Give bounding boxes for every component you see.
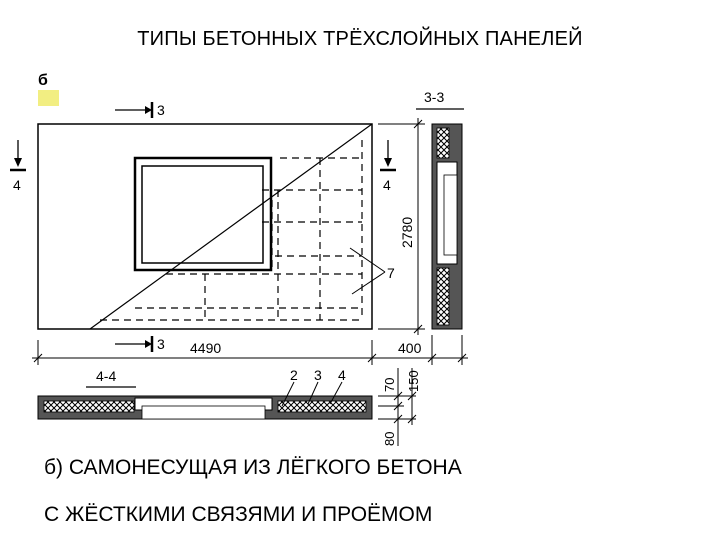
panel-mark: б [38, 72, 48, 89]
caption-line-1: б) САМОНЕСУЩАЯ ИЗ ЛЁГКОГО БЕТОНА [44, 456, 462, 479]
cut-label-3-top: 3 [157, 102, 165, 118]
highlight-marker [38, 90, 59, 106]
section-3-3 [431, 123, 463, 330]
dim-150-label: 150 [406, 370, 421, 392]
callout-leaders [281, 381, 343, 407]
dim-width-label: 4490 [190, 340, 221, 356]
panel-elevation [37, 123, 386, 330]
section-4-4 [37, 395, 373, 420]
dim-height-label: 2780 [399, 217, 415, 248]
cut-label-3-bottom: 3 [157, 336, 165, 352]
section-3-3-label: 3-3 [424, 89, 444, 105]
cut-marks [10, 102, 396, 352]
callout-7: 7 [387, 265, 395, 281]
callout-2: 2 [290, 367, 298, 383]
diagram-title: ТИПЫ БЕТОННЫХ ТРЁХСЛОЙНЫХ ПАНЕЛЕЙ [137, 28, 583, 50]
cut-label-4-left: 4 [13, 177, 21, 193]
callout-4: 4 [338, 367, 346, 383]
dim-80-label: 80 [382, 432, 397, 446]
dim-width [32, 340, 378, 365]
dim-height [378, 118, 425, 335]
section-4-4-label: 4-4 [96, 368, 116, 384]
caption-line-2: С ЖЁСТКИМИ СВЯЗЯМИ И ПРОЁМОМ [44, 503, 433, 526]
callout-3: 3 [314, 367, 322, 383]
dim-70-label: 70 [382, 378, 397, 392]
dim-vertical-small [378, 368, 417, 446]
dim-thickness [376, 335, 468, 365]
dim-thickness-label: 400 [398, 340, 422, 356]
cut-label-4-right: 4 [383, 177, 391, 193]
